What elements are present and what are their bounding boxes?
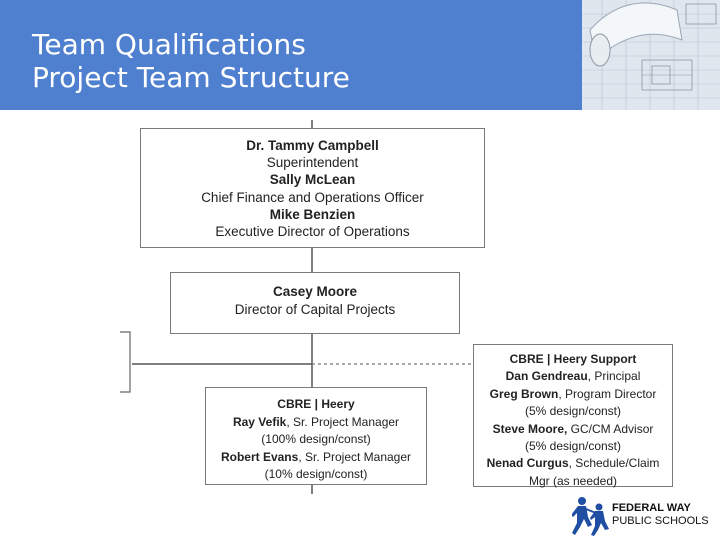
member-name: Steve Moore, (492, 421, 568, 436)
support-heading: CBRE | Heery Support (509, 352, 637, 366)
member-allocation: (5% design/const) (524, 439, 622, 454)
logo-text: FEDERAL WAY PUBLIC SCHOOLS (612, 502, 709, 528)
member-role: GC/CM Advisor (567, 421, 654, 436)
member-name: Robert Evans (220, 449, 299, 464)
member-role: , Program Director (558, 386, 657, 401)
support-member-1: Dan Gendreau, Principal (474, 368, 672, 385)
blueprint-photo (582, 0, 720, 110)
member-name: Greg Brown (489, 386, 559, 401)
member-role: , Sr. Project Manager (286, 414, 400, 429)
member-role-continued: Mgr (as needed) (528, 473, 618, 488)
capital-title: Director of Capital Projects (234, 301, 396, 317)
box-capital-projects: Casey Moore Director of Capital Projects (170, 272, 460, 334)
cbre-member-2: Robert Evans, Sr. Project Manager (206, 449, 426, 467)
cbre-heading: CBRE | Heery (277, 397, 355, 411)
header-banner: Team Qualifications Project Team Structu… (0, 0, 582, 110)
member-name: Ray Vefik (232, 414, 287, 429)
capital-name: Casey Moore (272, 284, 358, 299)
member-role: , Principal (587, 369, 641, 384)
box-district-leadership: Dr. Tammy Campbell Superintendent Sally … (140, 128, 485, 248)
federal-way-logo: FEDERAL WAY PUBLIC SCHOOLS (571, 495, 717, 537)
leader-title: Executive Director of Operations (215, 224, 410, 240)
title-line-2: Project Team Structure (32, 61, 350, 94)
support-member-2: Greg Brown, Program Director (474, 386, 672, 403)
member-allocation: (100% design/const) (261, 432, 371, 446)
support-member-3: Steve Moore, GC/CM Advisor (474, 421, 672, 438)
logo-line-2: PUBLIC SCHOOLS (612, 515, 709, 527)
member-allocation: (5% design/const) (524, 404, 622, 419)
member-role: , Schedule/Claim (568, 456, 660, 471)
logo-line-1: FEDERAL WAY (612, 502, 691, 514)
children-running-icon (571, 497, 609, 536)
leader-name: Dr. Tammy Campbell (246, 138, 379, 153)
support-member-4: Nenad Curgus, Schedule/Claim (474, 455, 672, 472)
title-line-1: Team Qualifications (32, 28, 306, 61)
bracket-left (120, 331, 131, 393)
box-cbre-heery: CBRE | Heery Ray Vefik, Sr. Project Mana… (205, 387, 427, 485)
leader-title: Chief Finance and Operations Officer (201, 189, 424, 205)
member-name: Dan Gendreau (505, 369, 588, 384)
leader-title: Superintendent (266, 155, 359, 171)
page-title: Team Qualifications Project Team Structu… (32, 28, 350, 94)
member-name: Nenad Curgus (486, 456, 569, 471)
leader-name: Sally McLean (269, 172, 356, 188)
leader-name: Mike Benzien (269, 206, 356, 222)
cbre-member-1: Ray Vefik, Sr. Project Manager (206, 414, 426, 432)
member-role: , Sr. Project Manager (298, 449, 412, 464)
box-cbre-heery-support: CBRE | Heery Support Dan Gendreau, Princ… (473, 344, 673, 488)
member-allocation: (10% design/const) (264, 467, 368, 481)
